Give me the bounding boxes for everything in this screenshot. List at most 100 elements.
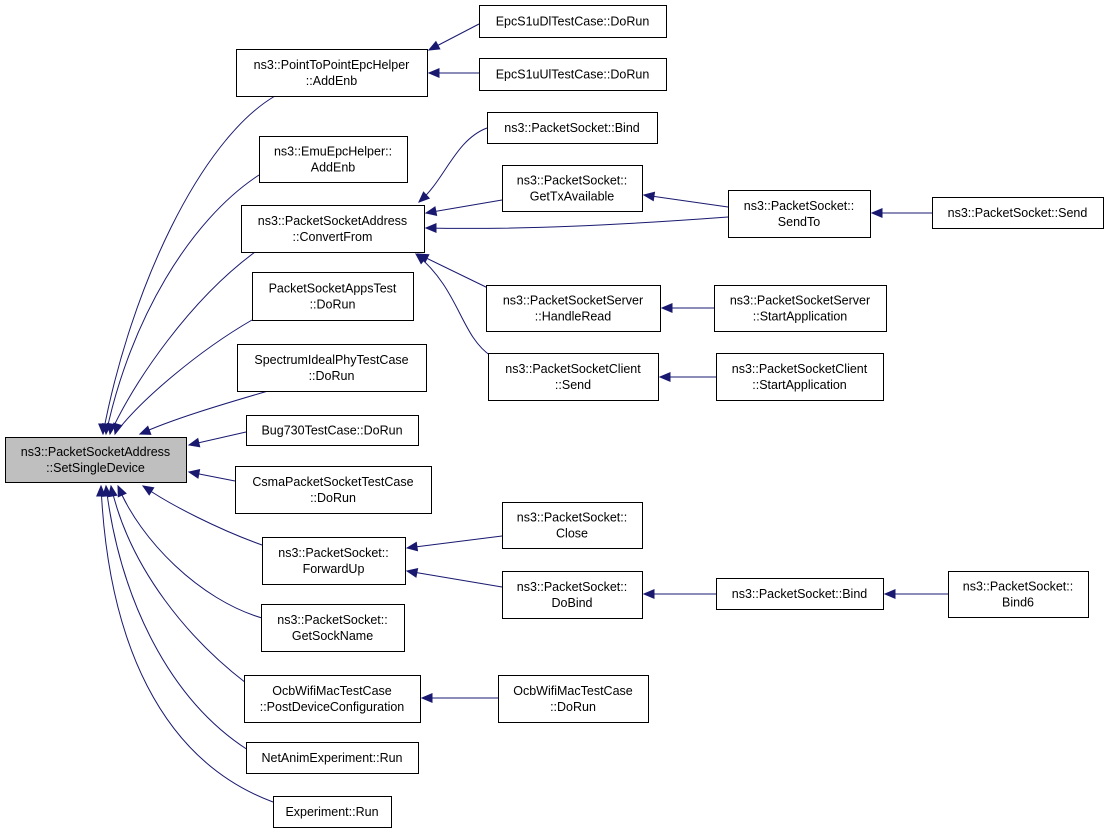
graph-node-bug730[interactable]: Bug730TestCase::DoRun: [246, 415, 419, 446]
node-label: GetTxAvailable: [530, 190, 615, 204]
edge-line: [415, 253, 492, 357]
arrowhead-icon: [642, 589, 655, 599]
arrowhead-icon: [424, 206, 438, 216]
node-label: ::DoRun: [310, 491, 356, 505]
graph-node-appstest[interactable]: PacketSocketAppsTest::DoRun: [252, 272, 414, 321]
root-node-root[interactable]: ns3::PacketSocketAddress::SetSingleDevic…: [5, 437, 187, 483]
node-label: ns3::PacketSocket::Send: [948, 206, 1088, 220]
node-label: Bug730TestCase::DoRun: [261, 424, 402, 438]
arrowhead-icon: [427, 40, 441, 51]
call-edge-close-to-forwardup: [405, 535, 503, 552]
edge-line: [117, 485, 263, 619]
call-edge-bind6-to-ps_bind_low: [883, 589, 948, 599]
graph-node-ocb-dorun[interactable]: OcbWifiMacTestCase::DoRun: [498, 675, 649, 723]
node-box: [259, 136, 408, 183]
graph-node-server-handleread[interactable]: ns3::PacketSocketServer::HandleRead: [486, 285, 661, 332]
arrowhead-icon: [117, 484, 127, 498]
edge-line: [105, 485, 249, 751]
node-box: [502, 571, 643, 619]
call-edge-send-to-sendto: [870, 208, 932, 218]
graph-node-sendto[interactable]: ns3::PacketSocket::SendTo: [728, 190, 871, 238]
call-edge-emu_addenb-to-root: [101, 174, 260, 436]
call-edge-spectrum-to-root: [138, 390, 269, 435]
graph-node-forwardup[interactable]: ns3::PacketSocket::ForwardUp: [262, 537, 406, 585]
node-box: [241, 205, 425, 253]
node-label: GetSockName: [292, 629, 373, 643]
node-box: [714, 285, 887, 332]
edge-line: [105, 174, 260, 435]
graph-node-ocb-post[interactable]: OcbWifiMacTestCase::PostDeviceConfigurat…: [244, 675, 421, 723]
node-box: [261, 604, 405, 652]
call-edge-csma-to-root: [187, 469, 236, 482]
arrowhead-icon: [113, 422, 123, 436]
node-label: Experiment::Run: [285, 805, 378, 819]
call-edge-netanim-to-root: [101, 484, 249, 751]
edge-line: [100, 485, 274, 803]
node-label: ns3::PacketSocket::: [517, 580, 627, 594]
node-box: [502, 502, 643, 549]
arrowhead-icon: [870, 208, 883, 218]
node-label: Close: [556, 527, 588, 541]
node-box: [237, 344, 427, 392]
node-box: [479, 58, 667, 91]
call-edge-dobind-to-forwardup: [405, 568, 503, 588]
node-label: ns3::PacketSocket::: [963, 580, 1073, 594]
node-box: [502, 165, 643, 212]
graph-node-close[interactable]: ns3::PacketSocket::Close: [502, 502, 643, 549]
graph-node-csma[interactable]: CsmaPacketSocketTestCase::DoRun: [235, 466, 432, 514]
node-layer: ns3::PacketSocketAddress::SetSingleDevic…: [5, 5, 1104, 828]
call-edge-gettx-to-convertfrom: [424, 199, 503, 216]
node-box: [262, 537, 406, 585]
graph-node-client-send[interactable]: ns3::PacketSocketClient::Send: [488, 353, 659, 401]
graph-node-dobind[interactable]: ns3::PacketSocket::DoBind: [502, 571, 643, 619]
edge-line: [110, 485, 247, 684]
node-label: ns3::PacketSocket::: [517, 174, 627, 188]
node-label: AddEnb: [311, 161, 356, 175]
call-edge-appstest-to-root: [113, 319, 253, 436]
graph-node-server-start[interactable]: ns3::PacketSocketServer::StartApplicatio…: [714, 285, 887, 332]
node-box: [948, 571, 1089, 618]
node-label: EpcS1uDlTestCase::DoRun: [496, 15, 650, 29]
graph-node-client-start[interactable]: ns3::PacketSocketClient::StartApplicatio…: [716, 353, 884, 401]
graph-node-spectrum[interactable]: SpectrumIdealPhyTestCase::DoRun: [237, 344, 427, 392]
node-label: ::ConvertFrom: [293, 230, 373, 244]
node-label: ns3::PacketSocket::: [277, 613, 387, 627]
call-edge-s1uul-to-p2p_addenb: [427, 68, 479, 78]
call-edge-server_start-to-server_handleread: [660, 303, 714, 313]
node-label: SpectrumIdealPhyTestCase: [254, 353, 408, 367]
edge-line: [425, 216, 729, 229]
edge-line: [139, 390, 269, 435]
call-edge-server_handleread-to-convertfrom: [416, 253, 491, 290]
graph-node-convertfrom[interactable]: ns3::PacketSocketAddress::ConvertFrom: [241, 205, 425, 253]
node-label: CsmaPacketSocketTestCase: [252, 475, 413, 489]
node-label: ::DoRun: [550, 700, 596, 714]
graph-node-experiment[interactable]: Experiment::Run: [273, 796, 392, 828]
node-label: ::PostDeviceConfiguration: [260, 700, 405, 714]
node-box: [5, 437, 187, 483]
edge-line: [418, 127, 488, 203]
edge-line: [114, 319, 253, 435]
call-edge-sendto-to-convertfrom: [424, 216, 729, 233]
graph-node-bind6[interactable]: ns3::PacketSocket::Bind6: [948, 571, 1089, 618]
node-box: [932, 197, 1104, 229]
graph-node-send[interactable]: ns3::PacketSocket::Send: [932, 197, 1104, 229]
graph-node-gettx[interactable]: ns3::PacketSocket::GetTxAvailable: [502, 165, 643, 212]
graph-node-ps-bind-low[interactable]: ns3::PacketSocket::Bind: [716, 578, 884, 610]
graph-node-emu-addenb[interactable]: ns3::EmuEpcHelper::AddEnb: [259, 136, 408, 183]
edge-line: [102, 95, 276, 435]
graph-node-ps-bind-top[interactable]: ns3::PacketSocket::Bind: [487, 112, 658, 144]
edge-line: [109, 251, 256, 435]
node-label: ::SetSingleDevice: [46, 461, 145, 475]
call-edge-ps_bind_low-to-dobind: [642, 589, 716, 599]
call-edge-experiment-to-root: [96, 484, 274, 803]
graph-node-s1udl[interactable]: EpcS1uDlTestCase::DoRun: [479, 5, 667, 38]
graph-node-netanim[interactable]: NetAnimExperiment::Run: [246, 742, 419, 774]
graph-node-s1uul[interactable]: EpcS1uUlTestCase::DoRun: [479, 58, 667, 91]
arrowhead-icon: [418, 191, 431, 203]
call-edge-forwardup-to-root: [141, 485, 263, 546]
node-box: [273, 796, 392, 828]
graph-node-getsockname[interactable]: ns3::PacketSocket::GetSockName: [261, 604, 405, 652]
node-label: ns3::PacketSocketAddress: [258, 214, 407, 228]
node-label: ::HandleRead: [535, 310, 611, 324]
graph-node-p2p-addenb[interactable]: ns3::PointToPointEpcHelper::AddEnb: [236, 49, 428, 97]
